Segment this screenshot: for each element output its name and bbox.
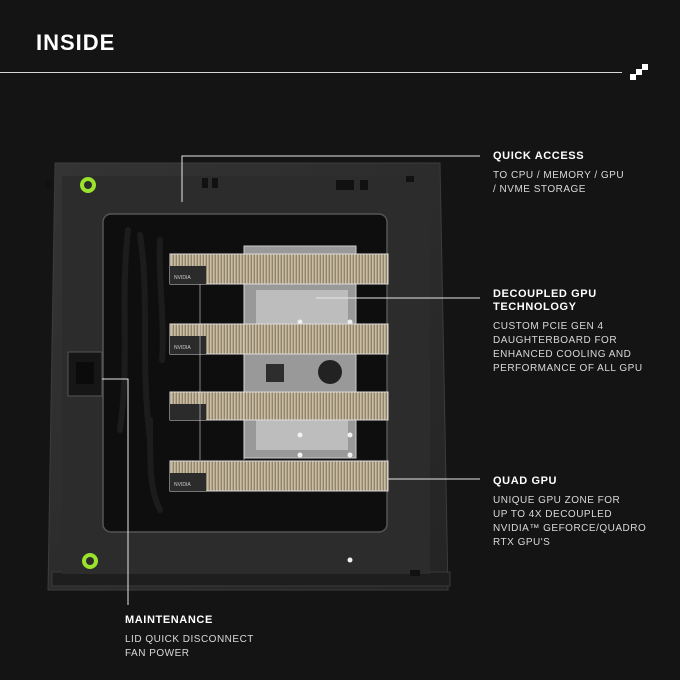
- gpu-card: NVIDIA: [169, 253, 389, 285]
- callout-heading: QUICK ACCESS: [493, 150, 585, 162]
- callout-heading: QUAD GPU: [493, 475, 558, 487]
- callout-heading: MAINTENANCE: [125, 614, 213, 626]
- gpu-card: NVIDIA: [169, 460, 389, 492]
- title-rule: [0, 72, 622, 73]
- cables: [117, 227, 166, 513]
- gpu-card: [169, 391, 389, 421]
- callout-quick-access: QUICK ACCESS TO CPU / MEMORY / GPU / NVM…: [493, 150, 673, 197]
- page-title: INSIDE: [36, 30, 116, 55]
- callout-body: LID QUICK DISCONNECT FAN POWER: [125, 634, 254, 659]
- gpu-card: NVIDIA: [169, 323, 389, 355]
- callout-quad-gpu: QUAD GPU UNIQUE GPU ZONE FOR UP TO 4X DE…: [493, 475, 678, 550]
- callout-maintenance: MAINTENANCE LID QUICK DISCONNECT FAN POW…: [125, 614, 325, 661]
- callout-body: TO CPU / MEMORY / GPU / NVME STORAGE: [493, 170, 625, 195]
- callout-decoupled-gpu: DECOUPLED GPU TECHNOLOGY CUSTOM PCIE GEN…: [493, 288, 678, 376]
- pixel-logo-icon: [626, 64, 648, 80]
- leader-lines: [102, 155, 480, 605]
- callout-heading: DECOUPLED GPU TECHNOLOGY: [493, 288, 597, 313]
- green-ring-icon: [80, 177, 98, 569]
- svg-text:NVIDIA: NVIDIA: [174, 275, 191, 281]
- svg-text:NVIDIA: NVIDIA: [174, 482, 191, 488]
- svg-text:NVIDIA: NVIDIA: [174, 345, 191, 351]
- callout-body: UNIQUE GPU ZONE FOR UP TO 4X DECOUPLED N…: [493, 495, 647, 548]
- callout-body: CUSTOM PCIE GEN 4 DAUGHTERBOARD FOR ENHA…: [493, 321, 643, 374]
